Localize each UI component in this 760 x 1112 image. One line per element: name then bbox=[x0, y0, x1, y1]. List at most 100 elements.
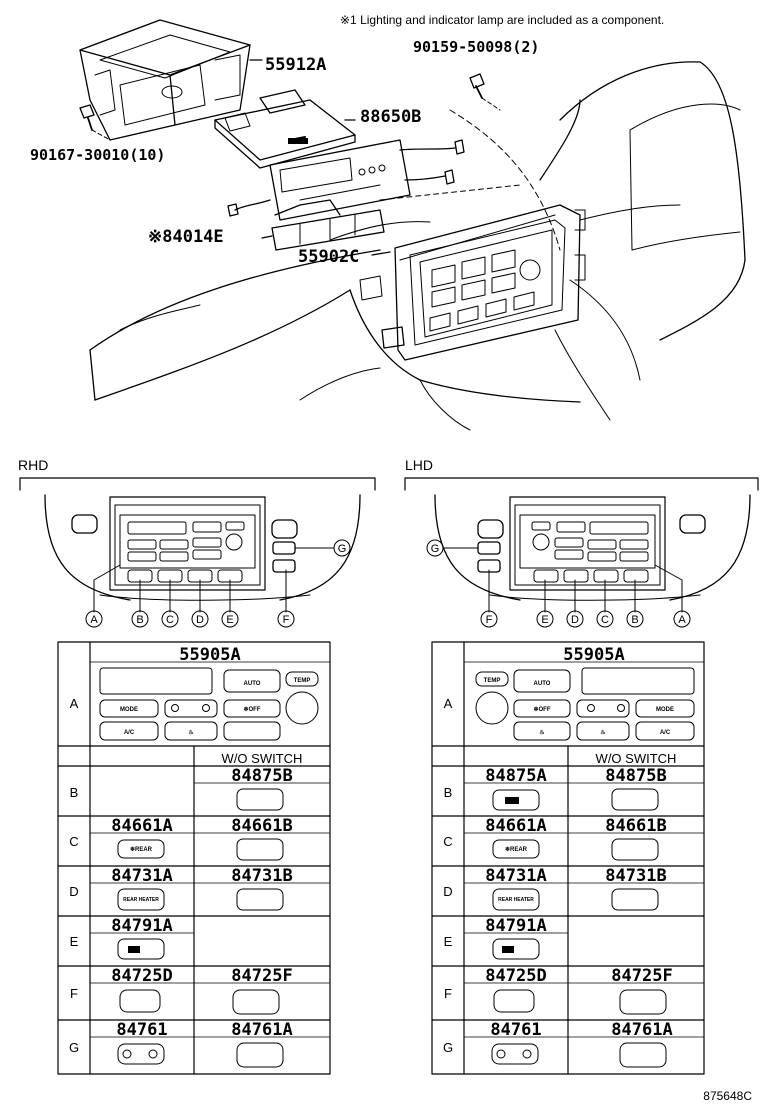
lhd-letter-g: G bbox=[443, 1040, 453, 1055]
rhd-fan-label: ♨ bbox=[188, 729, 193, 736]
rhd-switch-icons bbox=[117, 788, 284, 1068]
rhd-callout-f: F bbox=[283, 614, 290, 626]
rhd-c-left: 84661A bbox=[111, 816, 172, 836]
rhd-callout-c: C bbox=[166, 614, 174, 626]
lhd-callout-a: A bbox=[678, 614, 686, 626]
lhd-f-left: 84725D bbox=[485, 966, 546, 986]
lhd-switch-icons bbox=[491, 788, 667, 1068]
dashboard-outline bbox=[89, 61, 746, 431]
rhd-control-panel bbox=[99, 667, 319, 741]
lhd-control-panel bbox=[475, 667, 695, 741]
part-88650b-label: 88650B bbox=[360, 107, 421, 127]
screw-90167-icon bbox=[79, 104, 111, 141]
rhd-callout-a: A bbox=[90, 614, 98, 626]
lhd-letter-e: E bbox=[444, 934, 453, 949]
lhd-b-left: 84875A bbox=[485, 766, 546, 786]
lhd-mode-label: MODE bbox=[656, 707, 674, 713]
lhd-g-left: 84761 bbox=[490, 1020, 541, 1040]
lhd-fan-label: ♨ bbox=[539, 729, 544, 736]
component-note: ※1 Lighting and indicator lamp are inclu… bbox=[340, 13, 664, 27]
lhd-wo-switch: W/O SWITCH bbox=[596, 751, 677, 766]
rhd-g-left: 84761 bbox=[116, 1020, 167, 1040]
part-55902c-label: 55902C bbox=[298, 247, 359, 267]
bracket-55912a bbox=[79, 19, 263, 141]
rhd-f-left: 84725D bbox=[111, 966, 172, 986]
part-90167-label: 90167-30010(10) bbox=[30, 146, 165, 164]
lhd-heading: LHD bbox=[405, 457, 433, 473]
lhd-f-right: 84725F bbox=[611, 966, 672, 986]
rhd-dash-view bbox=[44, 494, 361, 613]
rhd-ac-label: A/C bbox=[124, 730, 135, 736]
rhd-c-right: 84661B bbox=[231, 816, 292, 836]
rhd-temp-label: TEMP bbox=[294, 678, 311, 684]
rhd-f-right: 84725F bbox=[231, 966, 292, 986]
lhd-temp-label: TEMP bbox=[484, 678, 501, 684]
rhd-letter-f: F bbox=[70, 986, 78, 1001]
rhd-callout-d: D bbox=[196, 614, 204, 626]
rhd-rear-heater-label: REAR HEATER bbox=[123, 897, 159, 903]
lhd-c-left: 84661A bbox=[485, 816, 546, 836]
figure-id: 875648C bbox=[703, 1089, 752, 1103]
lhd-table-grid bbox=[431, 641, 705, 1075]
lhd-letter-a: A bbox=[444, 696, 453, 711]
rhd-letter-d: D bbox=[69, 884, 78, 899]
part-84014e-label: ※84014E bbox=[148, 227, 224, 247]
lhd-rear-label: ❄REAR bbox=[505, 846, 528, 853]
rhd-wo-switch: W/O SWITCH bbox=[222, 751, 303, 766]
lhd-callout-e: E bbox=[541, 614, 548, 626]
lhd-callout-g: G bbox=[431, 543, 440, 555]
rhd-d-left: 84731A bbox=[111, 866, 172, 886]
lhd-letter-f: F bbox=[444, 986, 452, 1001]
rhd-mode-label: MODE bbox=[120, 707, 138, 713]
lhd-c-right: 84661B bbox=[605, 816, 666, 836]
lhd-d-left: 84731A bbox=[485, 866, 546, 886]
bezel-55902c bbox=[359, 204, 586, 361]
part-55912a-label: 55912A bbox=[265, 55, 326, 75]
rhd-letter-a: A bbox=[70, 696, 79, 711]
lhd-callout-c: C bbox=[601, 614, 609, 626]
screw-90159-icon bbox=[469, 73, 501, 111]
rhd-callout-e: E bbox=[226, 614, 233, 626]
rhd-letter-b: B bbox=[70, 785, 79, 800]
lhd-g-right: 84761A bbox=[611, 1020, 672, 1040]
lhd-part-a: 55905A bbox=[563, 645, 624, 665]
rhd-callout-b: B bbox=[136, 614, 143, 626]
rhd-part-a: 55905A bbox=[179, 645, 240, 665]
rhd-auto-label: AUTO bbox=[244, 681, 261, 687]
lhd-b-right: 84875B bbox=[605, 766, 666, 786]
lhd-letter-d: D bbox=[443, 884, 452, 899]
lhd-bracket bbox=[404, 477, 759, 491]
rhd-e-left: 84791A bbox=[111, 916, 172, 936]
lhd-e-left: 84791A bbox=[485, 916, 546, 936]
rhd-g-right: 84761A bbox=[231, 1020, 292, 1040]
small-fills bbox=[128, 138, 519, 953]
lhd-callout-f: F bbox=[486, 614, 493, 626]
rhd-table-grid bbox=[57, 641, 331, 1075]
lhd-ac-label: A/C bbox=[660, 730, 671, 736]
rhd-callout-g: G bbox=[338, 543, 347, 555]
rhd-letter-c: C bbox=[69, 834, 78, 849]
lhd-fan2-label: ♨ bbox=[600, 729, 605, 736]
lhd-auto-label: AUTO bbox=[534, 681, 551, 687]
circuit-board-88650b bbox=[214, 89, 356, 169]
lhd-off-label: ❄OFF bbox=[533, 706, 550, 713]
part-90159-label: 90159-50098(2) bbox=[413, 38, 539, 56]
rhd-rear-label: ❄REAR bbox=[130, 846, 153, 853]
rhd-bracket bbox=[19, 477, 376, 491]
rhd-heading: RHD bbox=[18, 457, 48, 473]
lhd-d-right: 84731B bbox=[605, 866, 666, 886]
rhd-off-label: ❄OFF bbox=[243, 706, 260, 713]
switch-module bbox=[227, 139, 465, 221]
rhd-b-right: 84875B bbox=[231, 766, 292, 786]
lamp-84014e bbox=[261, 209, 385, 251]
lhd-rear-heater-label: REAR HEATER bbox=[498, 897, 534, 903]
rhd-letter-g: G bbox=[69, 1040, 79, 1055]
callout-circles bbox=[85, 539, 691, 628]
lhd-letter-c: C bbox=[443, 834, 452, 849]
lhd-letter-b: B bbox=[444, 785, 453, 800]
rhd-letter-e: E bbox=[70, 934, 79, 949]
lhd-dash-view bbox=[434, 494, 751, 613]
lhd-callout-b: B bbox=[631, 614, 638, 626]
lhd-callout-d: D bbox=[571, 614, 579, 626]
